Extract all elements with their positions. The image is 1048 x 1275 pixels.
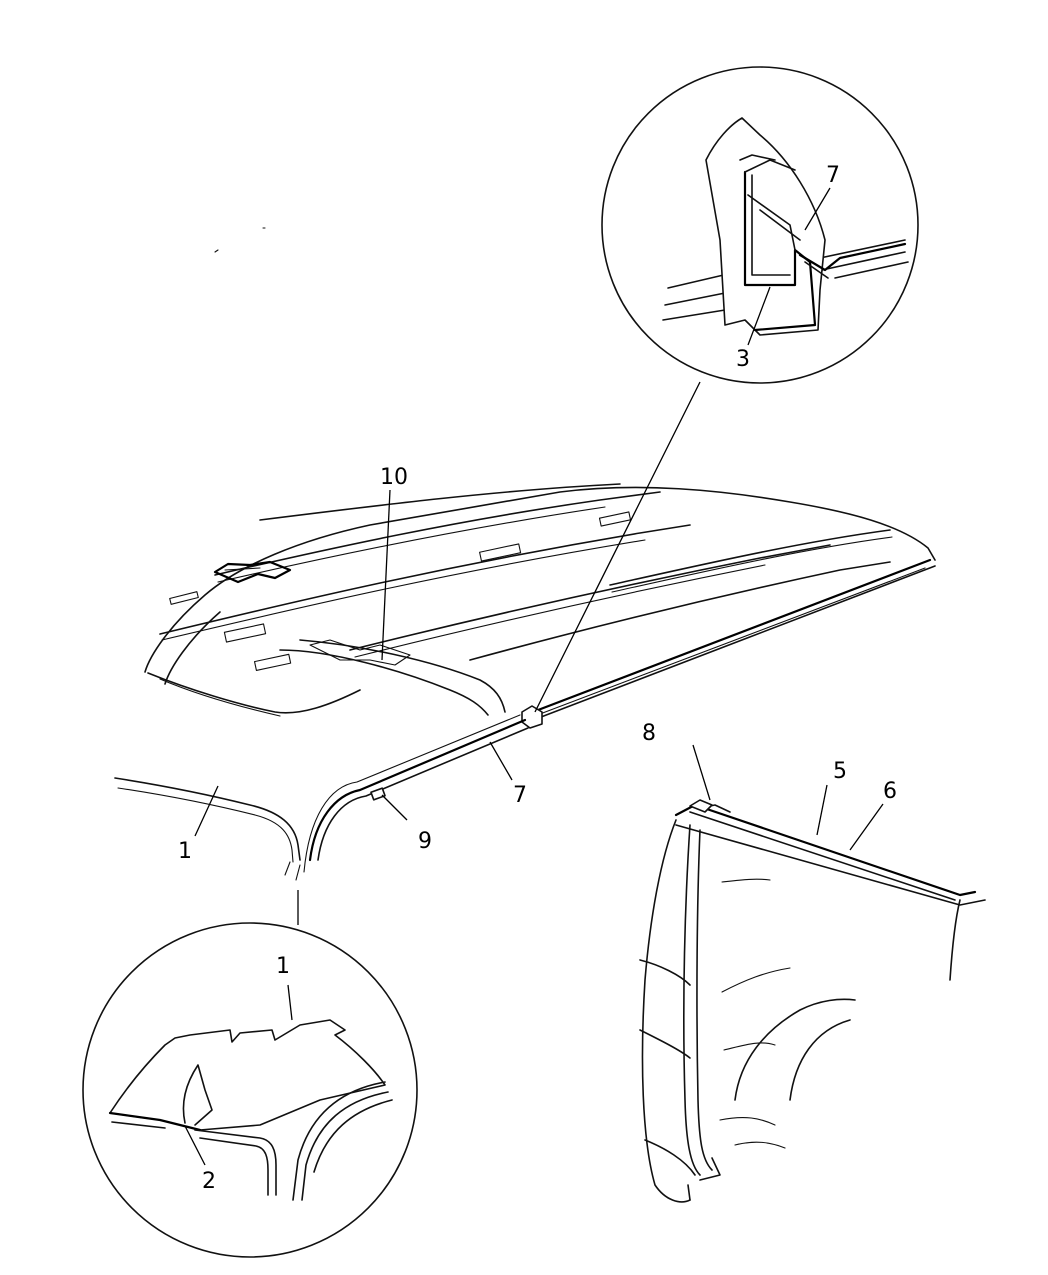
- detail-circle-drip-rail: [601, 66, 919, 384]
- callout-3: 3: [736, 347, 750, 372]
- body-side-panel: [114, 777, 301, 881]
- callout-labels: 10 1 9 7 7 3 8 5 6 1 2: [178, 163, 897, 1194]
- callout-1-main: 1: [178, 839, 192, 864]
- callout-6: 6: [883, 779, 897, 804]
- callout-8: 8: [642, 721, 656, 746]
- callout-7-main: 7: [513, 783, 527, 808]
- door-opening-view: [639, 799, 986, 1203]
- roof-panel: [144, 483, 936, 873]
- detail-circle-side: [82, 922, 418, 1258]
- callout-5: 5: [833, 759, 847, 784]
- callout-2: 2: [202, 1169, 216, 1194]
- callout-7-detail: 7: [826, 163, 840, 188]
- leader-lines: [194, 381, 884, 925]
- callout-1-detail: 1: [276, 954, 290, 979]
- callout-9: 9: [418, 829, 432, 854]
- callout-10: 10: [380, 465, 408, 490]
